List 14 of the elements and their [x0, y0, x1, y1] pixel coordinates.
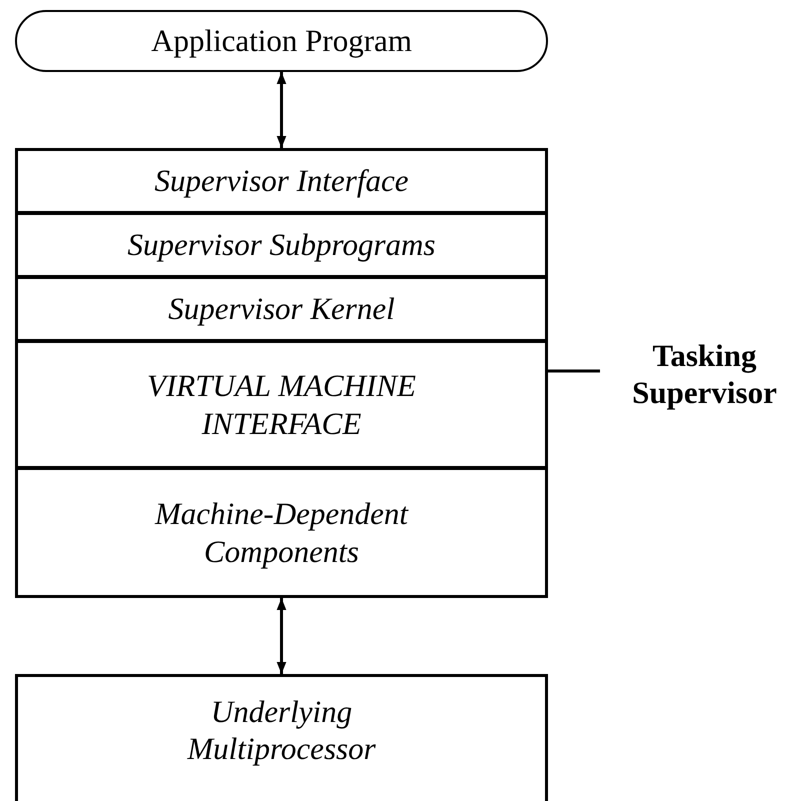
arrow	[276, 598, 286, 674]
label-text: Tasking Supervisor	[631, 336, 778, 412]
box-label: VIRTUAL MACHINE INTERFACE	[146, 367, 417, 442]
arrow	[276, 72, 286, 148]
leader-line	[548, 370, 600, 372]
process-box	[15, 674, 548, 801]
box-label: Machine-Dependent Components	[154, 495, 410, 570]
box-label: Supervisor Kernel	[168, 290, 395, 328]
stack-box	[15, 148, 548, 598]
box-label: Application Program	[151, 22, 412, 60]
box-label: Underlying Multiprocessor	[186, 693, 377, 768]
box-label: Supervisor Subprograms	[127, 226, 436, 264]
box-label: Supervisor Interface	[154, 162, 408, 200]
terminal-box	[15, 10, 548, 72]
